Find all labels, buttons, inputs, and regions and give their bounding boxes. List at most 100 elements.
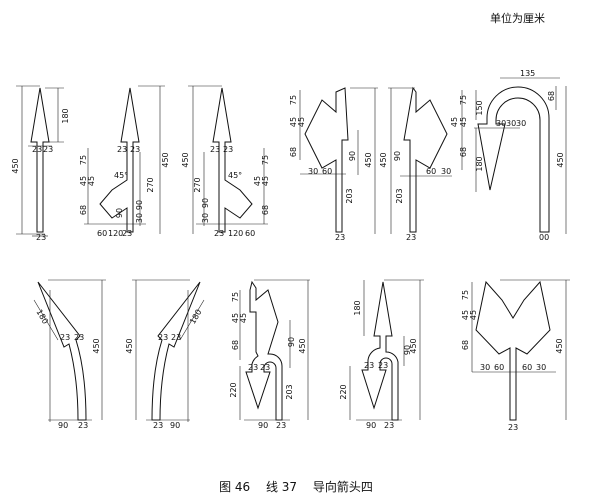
dim-ls-h75: 75	[289, 95, 298, 105]
dim-lu-w23b: 23	[260, 363, 270, 372]
double-turn-arrow: 75 45 45 68 450 30 60 60 30 23	[461, 279, 570, 432]
dim-cl-h450: 450	[92, 338, 101, 353]
dim-left-w23c: 23	[130, 145, 140, 154]
figure-number: 图 46	[219, 480, 251, 494]
dim-left-h90b: 90	[115, 208, 124, 218]
dim-left-h30: 30	[135, 213, 144, 223]
dim-dt-w23: 23	[508, 423, 518, 432]
dim-ut-w30a: 30	[496, 119, 506, 128]
dim-rs-h45a: 45	[459, 117, 468, 127]
dim-left-w120: 120	[108, 229, 123, 238]
dim-su-w23a: 23	[364, 361, 374, 370]
dim-right-w120: 120	[228, 229, 243, 238]
dim-rs-h45b: 45	[450, 117, 459, 127]
dim-ls-h68: 68	[289, 147, 298, 157]
dim-cl-w90: 90	[58, 421, 68, 430]
dim-lu-w23a: 23	[248, 363, 258, 372]
dim-rs-h68: 68	[459, 147, 468, 157]
left-straight-arrow: 75 45 45 68 90 450 203 30 60 23	[289, 87, 378, 242]
dim-right-h68: 68	[261, 205, 270, 215]
dim-straight-w1: 23	[32, 145, 42, 154]
dim-left-h270: 270	[146, 177, 155, 192]
dim-ut-h180: 180	[475, 156, 484, 171]
dim-left-w23: 23	[122, 229, 132, 238]
dim-cr-h450: 450	[125, 338, 134, 353]
line-number: 线 37	[265, 480, 298, 494]
dim-su-h90: 90	[403, 345, 412, 355]
dim-rs-h450: 450	[379, 152, 388, 167]
dim-su-h220: 220	[339, 384, 348, 399]
dim-ls-h450: 450	[364, 152, 373, 167]
dim-left-angle: 45°	[114, 171, 128, 180]
dim-rs-w60: 60	[426, 167, 436, 176]
dim-right-w23b: 23	[210, 145, 220, 154]
dim-cl-w23: 23	[78, 421, 88, 430]
dim-dt-w60b: 60	[522, 363, 532, 372]
dim-right-h45a: 45	[261, 176, 270, 186]
dim-lu-h45a: 45	[231, 313, 240, 323]
left-uturn-arrow: 75 45 45 68 90 450 203 220 23 23 90 23	[229, 279, 310, 430]
dim-dt-h45b: 45	[469, 310, 478, 320]
curve-left-arrow: 180 23 23 450 90 23	[33, 279, 106, 430]
dim-lu-h90: 90	[287, 337, 296, 347]
dim-su-w90: 90	[366, 421, 376, 430]
dim-dt-h75: 75	[461, 290, 470, 300]
dim-ut-h450: 450	[556, 152, 565, 167]
dim-ut-w30b: 30	[506, 119, 516, 128]
dim-cl-w23a: 23	[60, 333, 70, 342]
dim-ut-w135: 135	[520, 69, 535, 78]
dim-right-angle: 45°	[228, 171, 242, 180]
dim-ut-w00: 00	[539, 233, 549, 242]
dim-su-w23: 23	[384, 421, 394, 430]
dim-left-h75: 75	[79, 155, 88, 165]
dim-su-w23b: 23	[378, 361, 388, 370]
dim-right-total: 450	[181, 152, 190, 167]
dim-lu-h450: 450	[298, 338, 307, 353]
dim-dt-h45a: 45	[461, 310, 470, 320]
dim-right-h45b: 45	[253, 176, 262, 186]
dim-su-h180: 180	[353, 300, 362, 315]
dim-dt-w30a: 30	[480, 363, 490, 372]
dim-left-w60: 60	[97, 229, 107, 238]
dim-rs-h75: 75	[459, 95, 468, 105]
dim-right-w23: 23	[214, 229, 224, 238]
straight-uturn-arrow: 180 90 450 220 23 23 90 23	[339, 279, 424, 430]
dim-cr-h180: 180	[188, 308, 203, 326]
right-turn-arrow: 450 270 75 45 45 68 45° 30 90 23 120 60 …	[181, 85, 270, 238]
dim-right-h30: 30	[201, 213, 210, 223]
dim-straight-total: 450	[11, 158, 20, 173]
figure-caption: 图 46 线 37 导向箭头四	[0, 478, 592, 495]
unit-note: 单位为厘米	[490, 12, 545, 25]
dim-rs-w30: 30	[441, 167, 451, 176]
dim-lu-w23: 23	[276, 421, 286, 430]
dim-lu-h45b: 45	[239, 313, 248, 323]
dim-ls-h90: 90	[348, 151, 357, 161]
dim-ls-w30: 30	[308, 167, 318, 176]
dim-ut-w30c: 30	[516, 119, 526, 128]
dim-ut-h68: 68	[547, 91, 556, 101]
dim-right-w23c: 23	[223, 145, 233, 154]
dim-lu-h75: 75	[231, 292, 240, 302]
dim-ls-h203: 203	[345, 188, 354, 203]
dim-ls-w60: 60	[322, 167, 332, 176]
dim-ls-w23: 23	[335, 233, 345, 242]
dim-straight-w2: 23	[43, 145, 53, 154]
straight-arrow: 450 180 23 23 23	[11, 85, 70, 242]
dim-right-w60: 60	[245, 229, 255, 238]
dim-lu-w90: 90	[258, 421, 268, 430]
dim-cr-w23b: 23	[171, 333, 181, 342]
dim-dt-h450: 450	[555, 338, 564, 353]
dim-lu-h203: 203	[285, 384, 294, 399]
dim-right-h75: 75	[261, 155, 270, 165]
dim-left-h68: 68	[79, 205, 88, 215]
dim-rs-w23: 23	[406, 233, 416, 242]
dim-dt-w60a: 60	[494, 363, 504, 372]
dim-right-h90: 90	[201, 198, 210, 208]
curve-right-arrow: 450 180 23 23 23 90	[125, 279, 205, 430]
right-straight-arrow: 75 45 45 68 90 450 203 60 30 23	[379, 86, 468, 242]
dim-left-total: 450	[161, 152, 170, 167]
dim-dt-h68: 68	[461, 340, 470, 350]
dim-lu-h68: 68	[231, 340, 240, 350]
dim-left-w23b: 23	[117, 145, 127, 154]
